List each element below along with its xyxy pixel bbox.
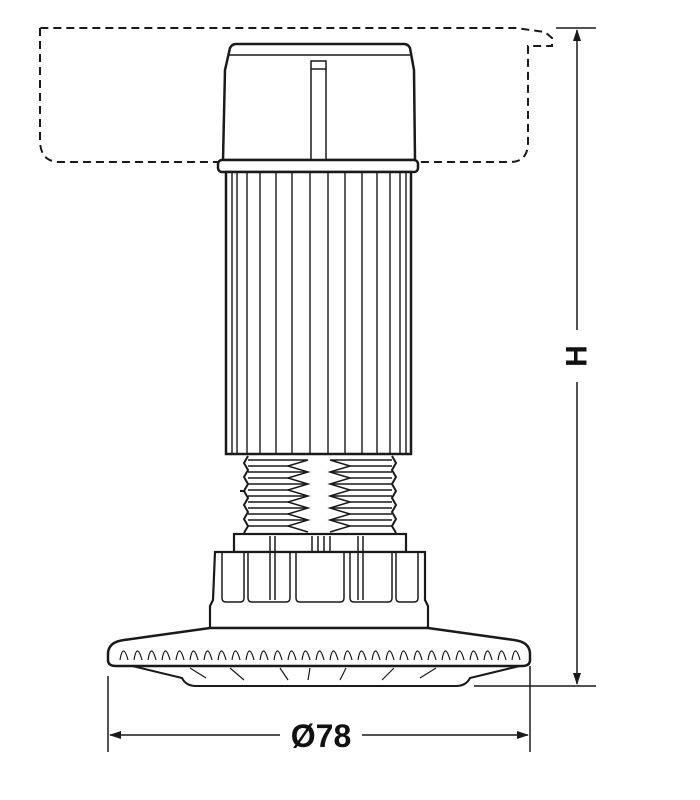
base-housing [208, 532, 430, 630]
diameter-dimension [107, 666, 531, 752]
diameter-label: Ø78 [291, 718, 351, 754]
foot-disc [106, 626, 532, 687]
threaded-spindle [240, 455, 398, 534]
cabinet-outline-dashed [39, 27, 553, 163]
height-dimension [474, 27, 596, 687]
top-cap [221, 42, 417, 162]
height-label: H [561, 345, 594, 367]
collar-ring [216, 158, 420, 174]
ribbed-body [224, 170, 413, 456]
